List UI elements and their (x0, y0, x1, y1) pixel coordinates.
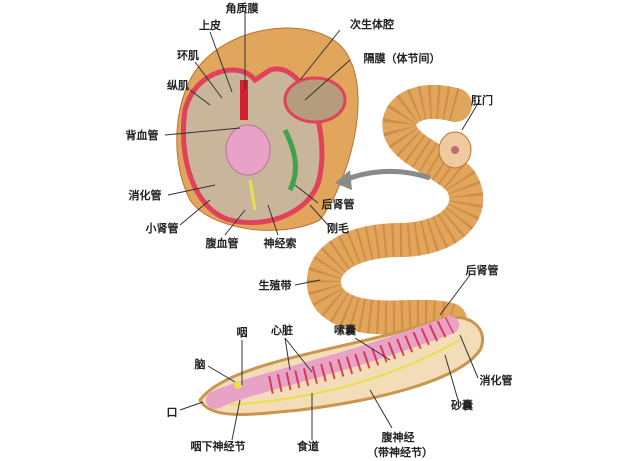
label-cuticle: 角质膜 (225, 2, 259, 15)
label-heart: 心脏 (271, 324, 293, 337)
label-dorsal-vessel: 背血管 (125, 129, 159, 142)
label-digestive-tract-body: 消化管 (479, 374, 513, 387)
label-gizzard: 砂囊 (451, 399, 473, 412)
label-metanephridia: 后肾管 (321, 198, 355, 211)
label-mouth: 口 (166, 406, 178, 419)
nerve-cord (229, 339, 461, 406)
label-longitudinal-muscle: 纵肌 (167, 79, 189, 92)
label-subpharyngeal-ganglion: 咽下神经节 (190, 440, 246, 453)
label-clitellum: 生殖带 (258, 279, 292, 292)
label-anus: 肛门 (471, 94, 493, 107)
label-ventral-vessel: 腹血管 (205, 237, 239, 250)
label-small-nephridia: 小肾管 (145, 222, 179, 235)
label-circular-muscle: 环肌 (177, 49, 199, 62)
label-epidermis: 上皮 (199, 19, 221, 32)
label-digestive-tract: 消化管 (128, 189, 162, 202)
label-nerve-cord: 神经索 (263, 237, 297, 250)
label-esophagus: 食道 (297, 440, 319, 453)
label-ventral-nerve: 腹神经 (381, 431, 415, 444)
label-setae: 刚毛 (327, 222, 349, 235)
label-coelom: 次生体腔 (350, 18, 394, 31)
label-brain: 脑 (194, 358, 206, 371)
arrow (344, 169, 431, 183)
label-septum: 隔膜（体节间） (363, 52, 441, 65)
label-pharynx: 咽 (236, 326, 248, 339)
worm-body (307, 84, 484, 337)
gut-section (225, 124, 271, 176)
label-metanephridia-body: 后肾管 (465, 264, 499, 277)
label-crop: 嗉囊 (334, 324, 356, 337)
label-ventral-nerve-note: （带神经节） (367, 446, 433, 459)
